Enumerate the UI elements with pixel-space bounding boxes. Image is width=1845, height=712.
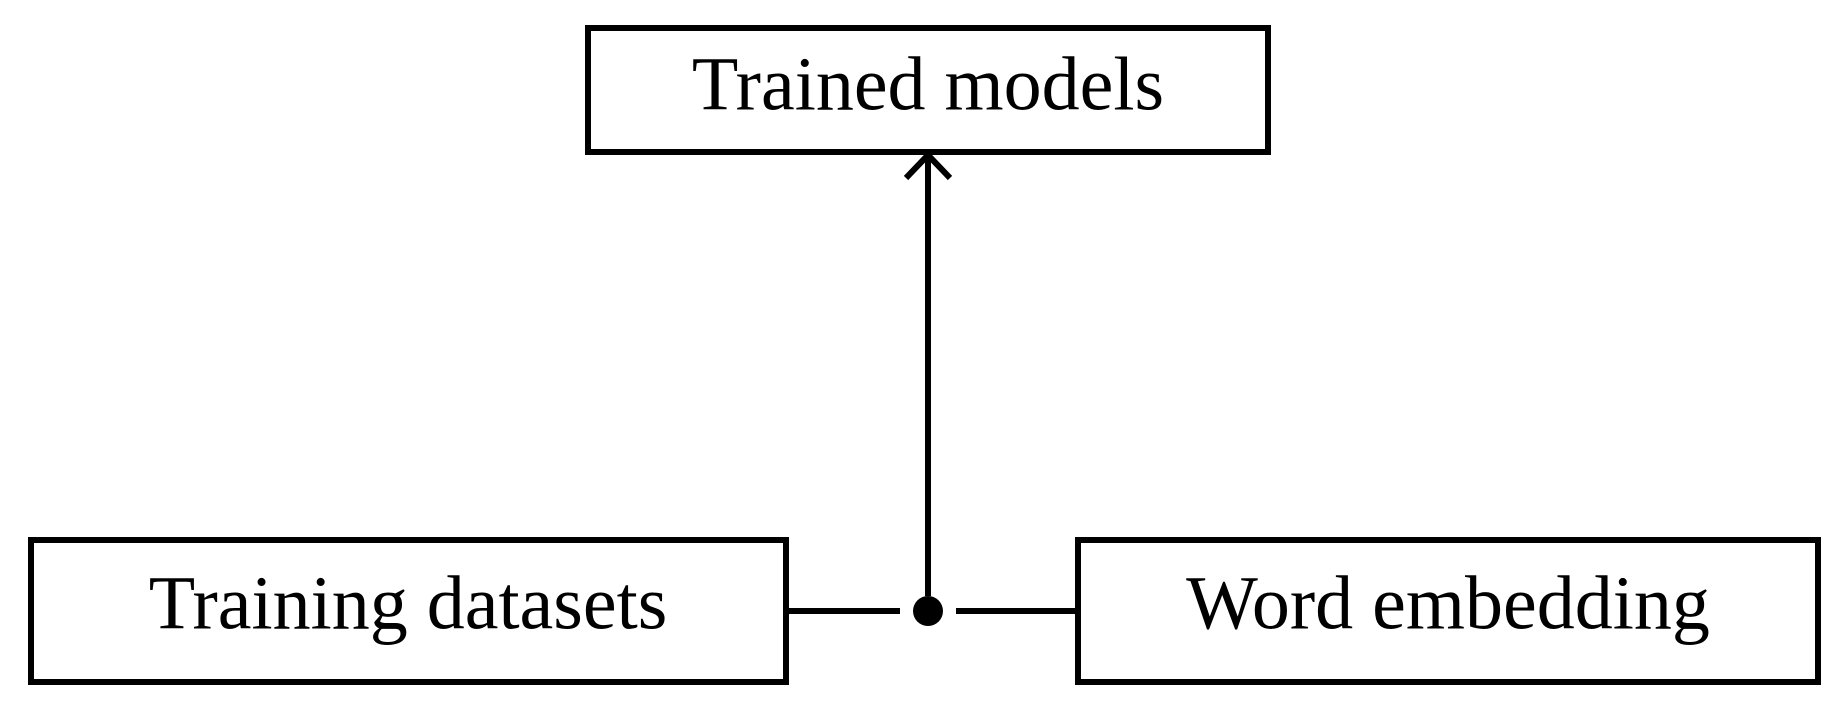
node-word-embedding-box[interactable] bbox=[1075, 537, 1821, 685]
node-training-datasets-label: Training datasets bbox=[149, 561, 668, 645]
node-word-embedding[interactable]: Word embedding bbox=[1075, 537, 1821, 685]
node-word-embedding-label: Word embedding bbox=[1186, 561, 1710, 645]
node-trained-models[interactable]: Trained models bbox=[585, 25, 1271, 155]
node-training-datasets-box[interactable] bbox=[28, 537, 789, 685]
node-trained-models-label: Trained models bbox=[692, 42, 1164, 126]
node-trained-models-box[interactable] bbox=[585, 25, 1271, 155]
node-training-datasets[interactable]: Training datasets bbox=[28, 537, 789, 685]
junction-dot[interactable] bbox=[913, 596, 943, 626]
